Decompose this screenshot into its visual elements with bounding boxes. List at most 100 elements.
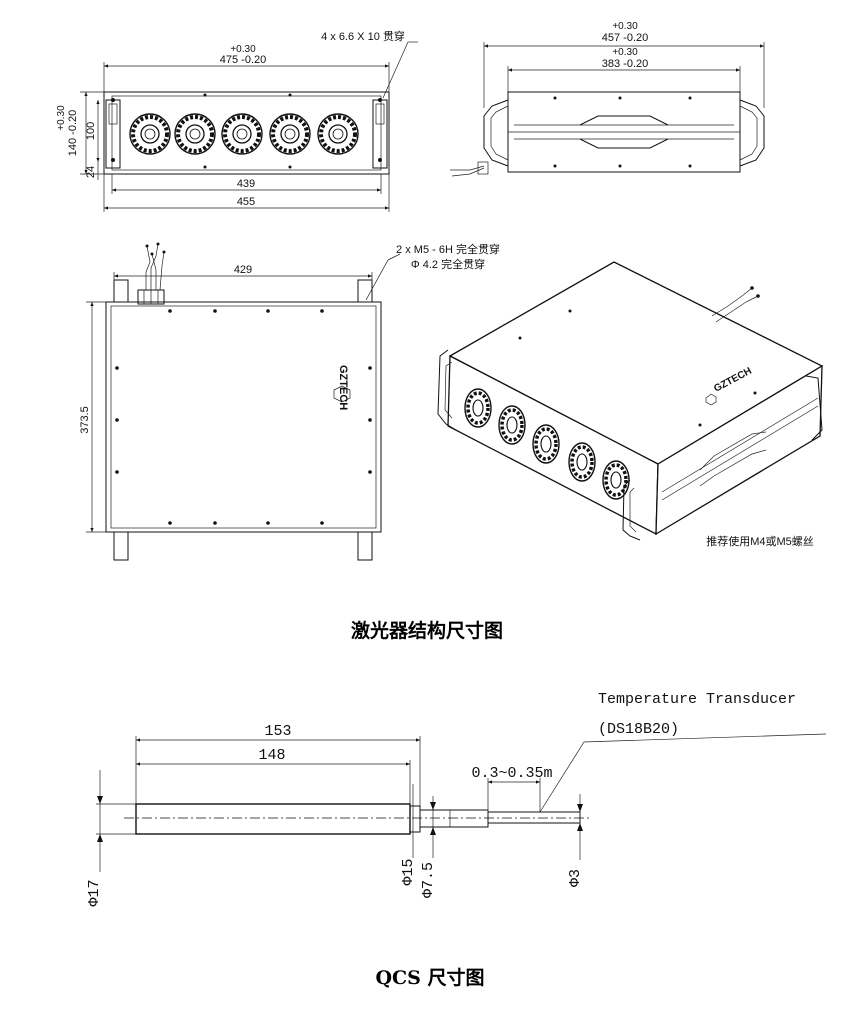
screw-dot	[368, 366, 372, 370]
thread-leader	[387, 253, 401, 261]
corner-tab	[113, 279, 129, 303]
screw-dot	[320, 521, 324, 525]
qcs-collar	[409, 805, 421, 833]
iso-right-face	[655, 364, 823, 536]
dim-24-label: 24	[85, 166, 97, 178]
screw-dot	[288, 93, 292, 97]
arrow-head	[577, 823, 583, 831]
dim-373-label: 373.5	[79, 406, 91, 434]
screw-dot	[320, 309, 324, 313]
thread-note-2: Φ 4.2 完全贯穿	[411, 257, 485, 271]
arrow-head	[430, 827, 436, 835]
dim-153-label: 153	[264, 723, 291, 740]
screw-dot	[553, 96, 557, 100]
top-inner	[110, 305, 377, 529]
screw-dot	[115, 470, 119, 474]
corner-tab	[113, 531, 129, 561]
iso-rail	[661, 405, 819, 501]
corner-tab	[357, 531, 373, 561]
screw-note: 推荐使用M4或M5螺丝	[706, 534, 814, 548]
hole-note: 4 x 6.6 X 10 贯穿	[321, 29, 405, 43]
sensor-label-1: Temperature Transducer	[598, 691, 796, 708]
qcs-probe	[487, 811, 581, 824]
screw-dot	[115, 418, 119, 422]
dim-d3-label: Φ3	[567, 869, 584, 887]
dim-100-label: 100	[85, 122, 97, 140]
fan-icon	[497, 404, 527, 446]
dim-475-tol: +0.30	[230, 44, 256, 55]
hole-leader	[382, 41, 409, 99]
screw-dot	[688, 164, 692, 168]
mount-hole	[111, 158, 115, 162]
fan-icon	[173, 112, 217, 156]
screw-dot	[688, 96, 692, 100]
side-cable	[451, 167, 485, 177]
dim-d7-5-label: Φ7.5	[420, 862, 437, 898]
screw-dot	[213, 309, 217, 313]
qcs-drawing: Temperature Transducer (DS18B20) 153 148…	[86, 691, 827, 907]
screw-dot	[266, 521, 270, 525]
dim-gap-label: 0.3~0.35m	[471, 765, 552, 782]
corner-tab	[357, 279, 373, 303]
screw-dot	[115, 366, 119, 370]
front-handle-right	[372, 99, 388, 169]
screw-dot	[618, 164, 622, 168]
screw-dot	[368, 418, 372, 422]
fan-icon	[220, 112, 264, 156]
screw-dot	[168, 309, 172, 313]
dim-d15-label: Φ15	[400, 858, 417, 885]
dim-429-label: 429	[234, 264, 252, 276]
side-handle-right	[739, 99, 765, 167]
iso-handle-right	[622, 479, 641, 541]
iso-handle-left-inner	[444, 361, 453, 419]
front-handle-slot	[375, 103, 385, 125]
thread-leader	[365, 259, 389, 301]
side-handle-left	[483, 99, 509, 167]
fan-icon	[316, 112, 360, 156]
screw-dot	[288, 165, 292, 169]
dim-457-label: 457 -0.20	[602, 32, 648, 44]
top-outline	[105, 301, 382, 533]
screw-dot	[618, 96, 622, 100]
screw-dot	[213, 521, 217, 525]
arrow-head	[577, 804, 583, 812]
arrow-head	[97, 834, 103, 842]
cable-wires	[145, 243, 165, 291]
dim-383-tol: +0.30	[612, 47, 638, 58]
side-view: +0.30 457 -0.20 +0.30 383 -0.20	[450, 21, 765, 177]
dim-d17-label: Φ17	[86, 879, 103, 906]
side-handle-left-inner	[490, 105, 509, 161]
screw-dot	[698, 423, 702, 427]
fan-icon	[463, 387, 493, 429]
iso-handle-left	[437, 349, 457, 431]
iso-view: GZTECH 推荐使用M4或M5螺丝	[437, 261, 824, 548]
qcs-neck	[419, 809, 489, 828]
cable-gland	[477, 161, 489, 175]
fan-icon	[601, 459, 631, 501]
arrow-head	[97, 796, 103, 804]
wire-tip	[756, 294, 760, 298]
wire-tip	[150, 252, 154, 256]
screw-dot	[753, 391, 757, 395]
screw-dot	[518, 336, 522, 340]
wire-tip	[145, 244, 149, 248]
logo-hex-icon	[333, 385, 351, 403]
dim-439-label: 439	[237, 178, 255, 190]
side-handle-right-inner	[739, 105, 758, 161]
front-panel-outline	[103, 91, 390, 175]
front-handle-slot	[108, 103, 118, 125]
fan-icon	[268, 112, 312, 156]
caption-qcs-dimensions: QCS 尺寸图	[375, 966, 484, 989]
dim-148-label: 148	[258, 747, 285, 764]
front-panel-inner	[111, 95, 382, 171]
screw-dot	[203, 93, 207, 97]
top-view: GZTECH 429 2 x M5 - 6H 完全贯穿 Φ 4.2 完全贯穿 3…	[79, 242, 500, 561]
screw-dot	[203, 165, 207, 169]
fan-icon	[531, 423, 561, 465]
iso-rail	[661, 397, 819, 493]
iso-cable	[715, 295, 759, 323]
wire-tip	[156, 242, 160, 246]
side-recess	[579, 115, 669, 149]
wire-tip	[162, 250, 166, 254]
